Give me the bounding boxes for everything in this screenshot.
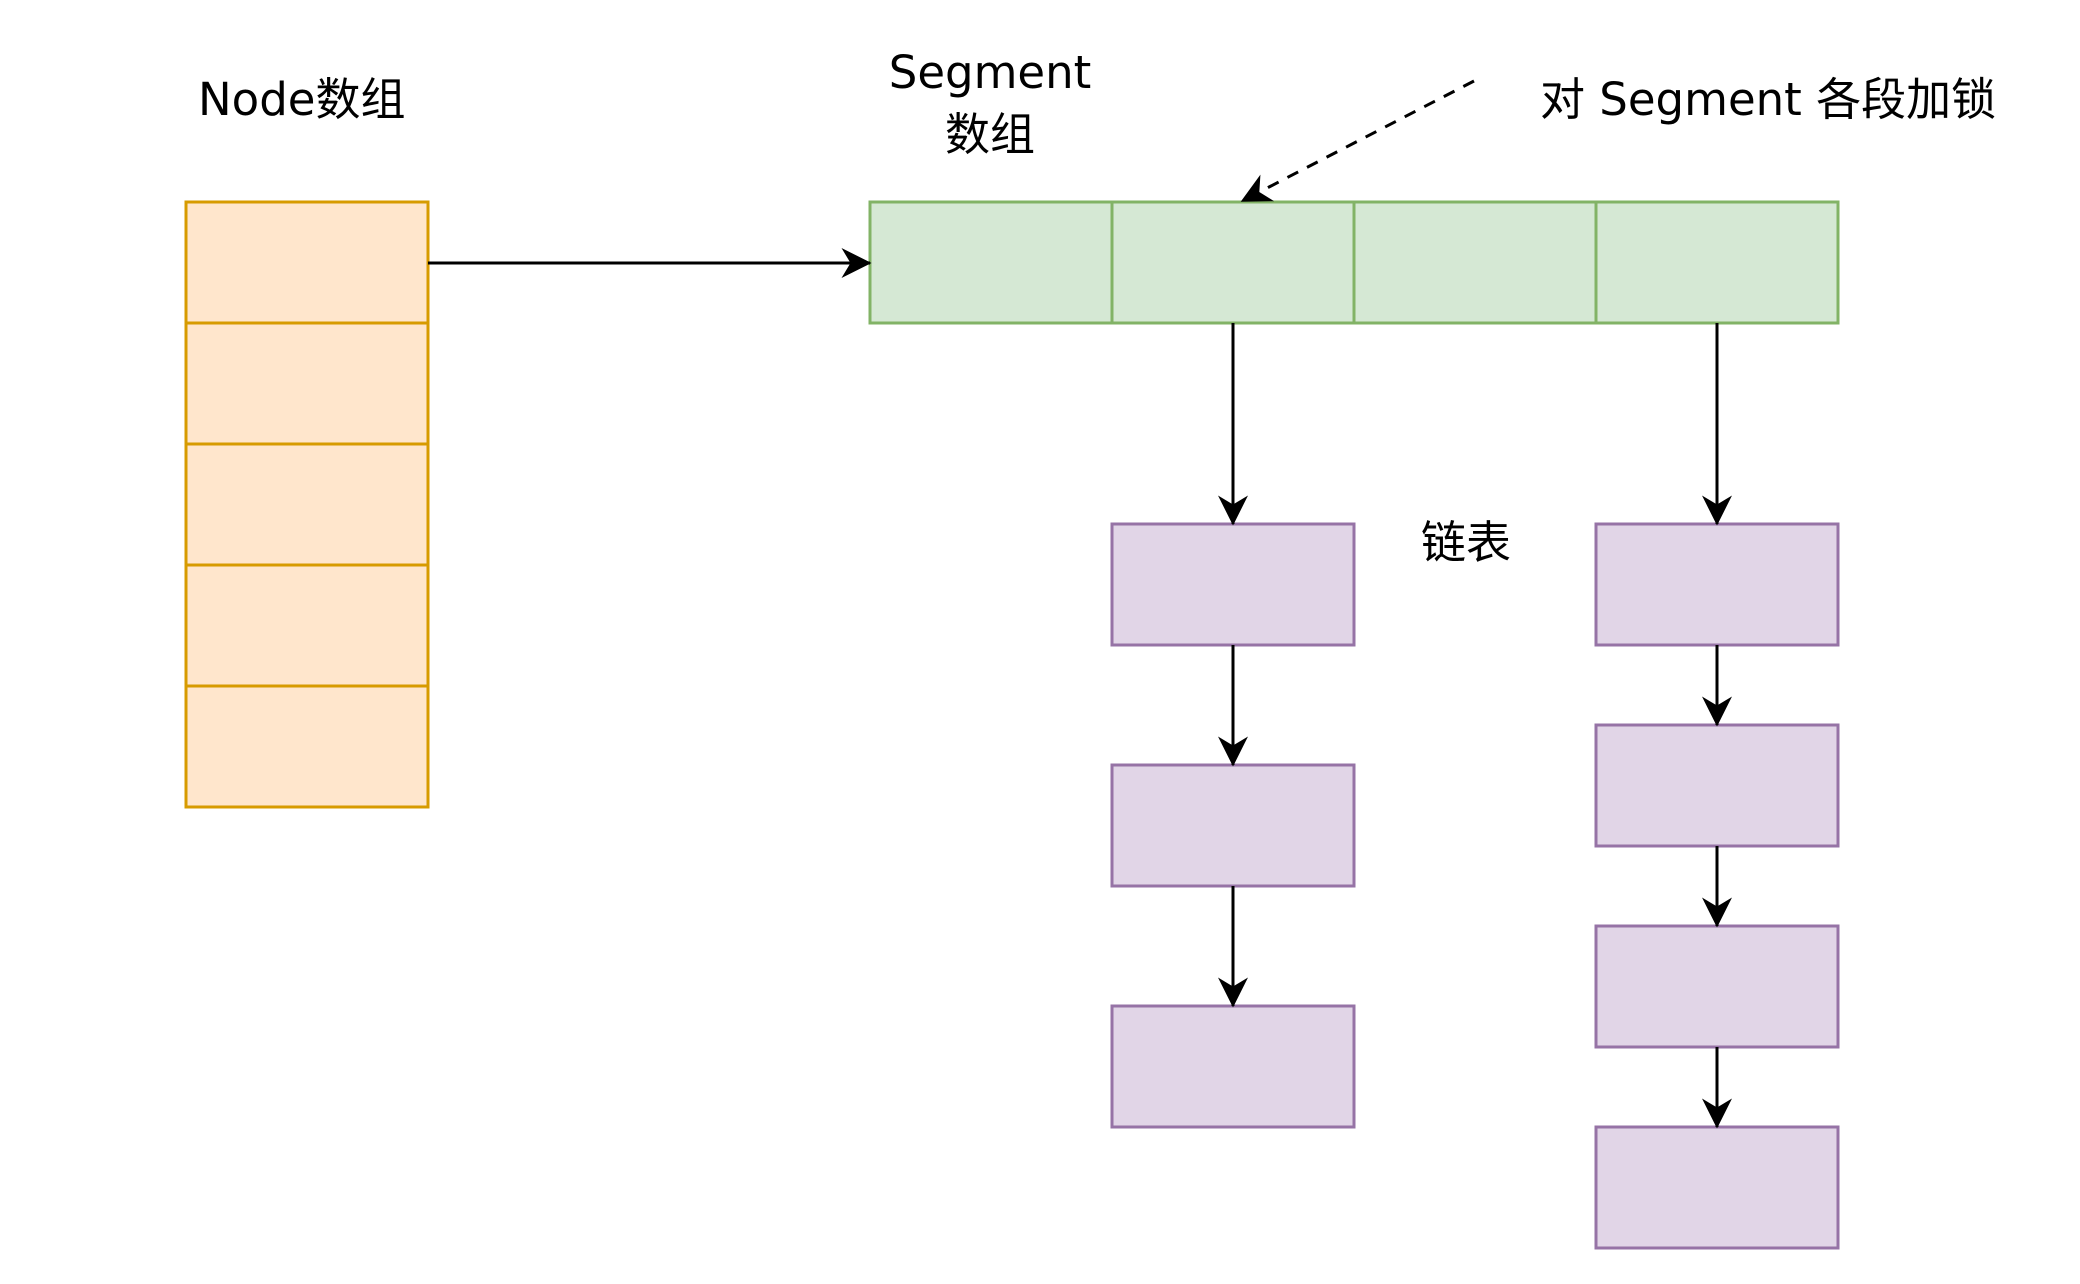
- linked-list-node: [1110, 763, 1356, 888]
- segment-array-cell: [1352, 200, 1598, 325]
- segment-array-cell: [1594, 200, 1840, 325]
- segment-array-label-line2: 数组: [944, 108, 1035, 161]
- arrows: [428, 79, 1732, 1129]
- node-array-cell: [184, 321, 430, 446]
- linked-lists: [1110, 522, 1840, 1250]
- segment-array: [868, 200, 1840, 325]
- segment-array-label: Segment 数组: [880, 42, 1100, 166]
- node-array-label: Node数组: [198, 73, 406, 126]
- linked-list-node: [1110, 1004, 1356, 1129]
- segment-array-cell: [868, 200, 1114, 325]
- segment-array-cell: [1110, 200, 1356, 325]
- segment-lock-label: 对 Segment 各段加锁: [1540, 73, 1997, 126]
- node-array-cell: [184, 563, 430, 688]
- linked-list-node: [1594, 924, 1840, 1049]
- segment-array-label-line1: Segment: [888, 46, 1092, 99]
- linked-list-node: [1110, 522, 1356, 647]
- node-array: [184, 200, 430, 809]
- linked-list-node: [1594, 522, 1840, 647]
- node-array-cell: [184, 684, 430, 809]
- linked-list-node: [1594, 1125, 1840, 1250]
- linked-list-node: [1594, 723, 1840, 848]
- lock-arrow: [1240, 79, 1475, 203]
- node-array-cell: [184, 442, 430, 567]
- linked-list-label: 链表: [1421, 516, 1512, 569]
- node-array-cell: [184, 200, 430, 325]
